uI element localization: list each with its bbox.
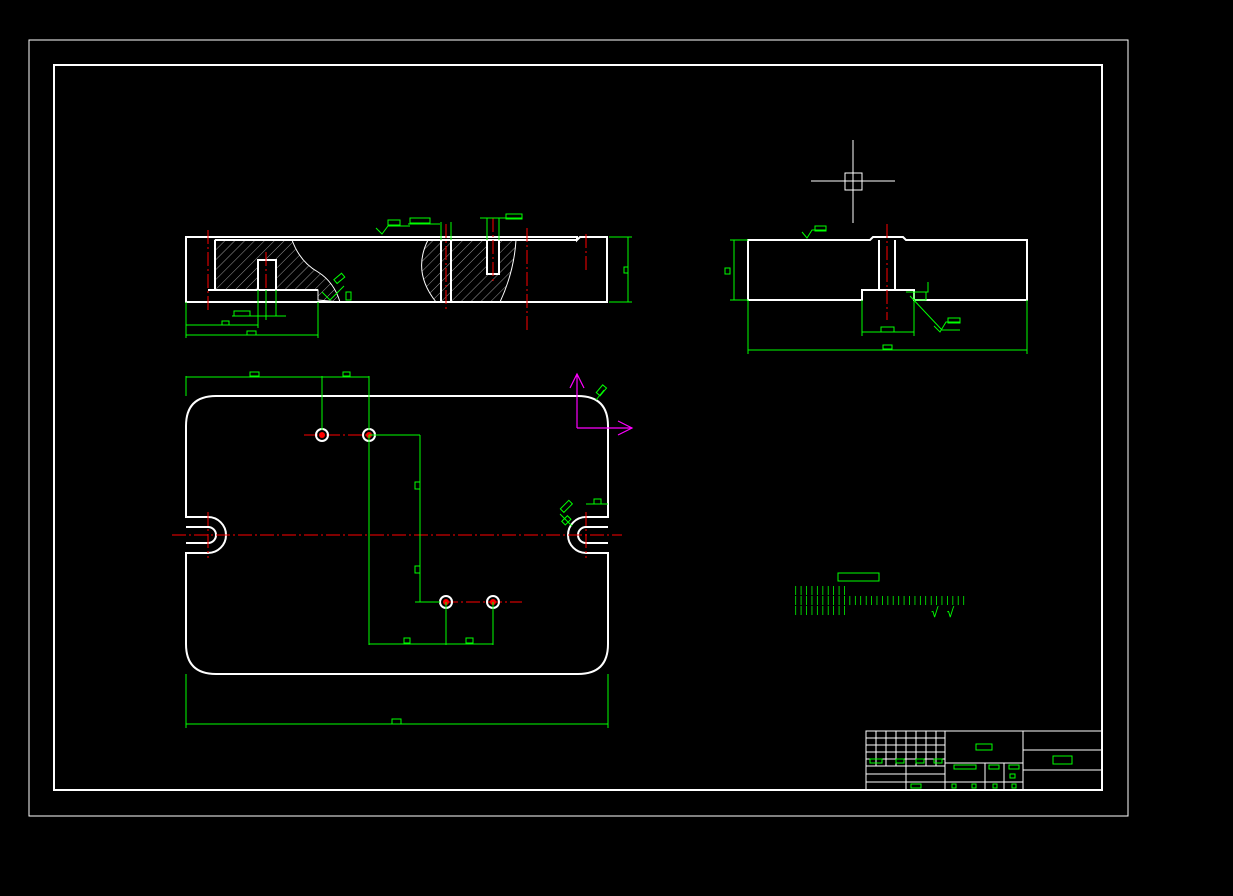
ucs-axis-icon [569, 372, 634, 436]
note-line-2: |||||||||||||||||||||||||||||||| [793, 596, 966, 606]
sheet-inner-border [53, 64, 1103, 791]
technical-notes: |||||||||| |||||||||||||||||||||||||||||… [793, 572, 966, 621]
plan-outline [185, 395, 609, 675]
side-view[interactable] [724, 140, 1028, 354]
front-section-view[interactable] [185, 213, 632, 338]
plan-view[interactable] [172, 371, 622, 728]
sheet-outer-border [28, 39, 1129, 817]
hatch-left-section [214, 239, 341, 303]
title-block[interactable] [865, 730, 1103, 791]
counterbore-void [257, 259, 277, 291]
note-line-3: |||||||||| [793, 606, 847, 616]
note-line-1: |||||||||| [793, 586, 847, 596]
crosshair-cursor-icon [811, 140, 895, 223]
hatch-middle-section [421, 239, 517, 303]
front-outline [185, 236, 608, 303]
surface-roughness-icon: √ √ [931, 606, 955, 621]
